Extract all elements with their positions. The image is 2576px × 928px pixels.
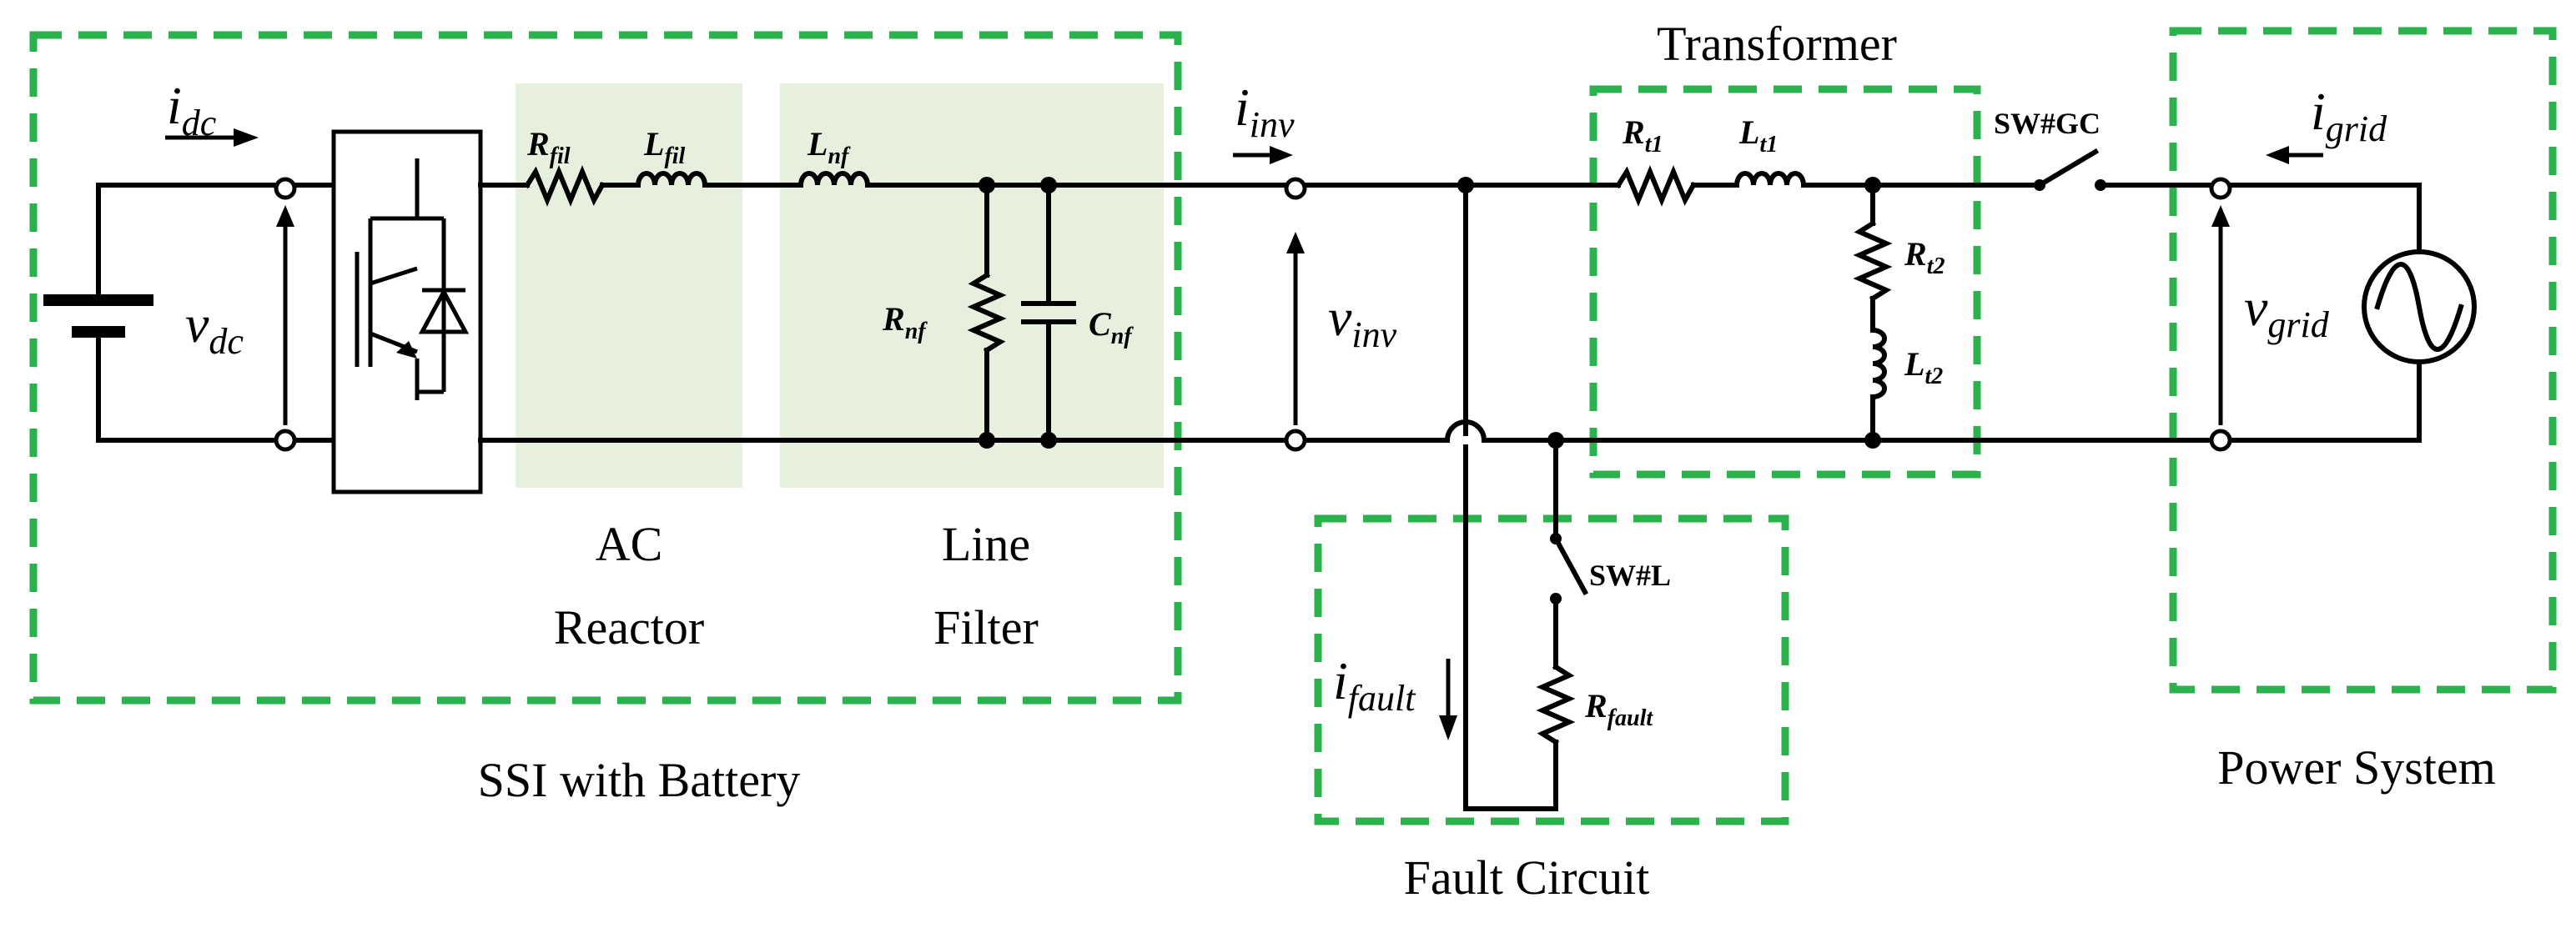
- inductor-icon: [1733, 171, 1807, 188]
- power-system-box: [2169, 27, 2557, 694]
- grid-terminal-top: [2209, 177, 2232, 200]
- i-grid-label: igrid: [2311, 82, 2387, 149]
- l-nf-label: Lnf: [807, 125, 851, 169]
- ac-reactor-title-line1: AC: [596, 517, 663, 571]
- ssi-battery-title: SSI with Battery: [478, 753, 801, 807]
- resistor-icon: [1614, 165, 1698, 207]
- line-filter-region: [780, 83, 1164, 488]
- fault-circuit-title: Fault Circuit: [1404, 850, 1650, 905]
- l-fil-label: Lfil: [643, 125, 686, 169]
- ac-reactor-region: [516, 83, 742, 488]
- dc-terminal-bottom: [274, 429, 297, 452]
- i-dc-label: idc: [167, 76, 217, 143]
- i-inv-label: iinv: [1235, 78, 1295, 145]
- transformer-title: Transformer: [1657, 17, 1897, 71]
- sw-gc-label: SW#GC: [1994, 107, 2101, 140]
- grid-terminal-bottom: [2209, 429, 2232, 452]
- inv-terminal-top: [1284, 177, 1307, 200]
- l-t2-label: Lt2: [1904, 345, 1943, 389]
- v-inv-label: vinv: [1328, 288, 1397, 355]
- power-system-title: Power System: [2217, 740, 2496, 795]
- resistor-icon: [967, 271, 1007, 354]
- line-filter-title-line2: Filter: [933, 600, 1039, 655]
- v-dc-label: vdc: [185, 294, 244, 362]
- ac-reactor-title-line2: Reactor: [554, 600, 704, 655]
- fault-circuit-box: [1314, 514, 1789, 825]
- transformer-box: [1589, 85, 1981, 479]
- switch-icon: [2034, 148, 2106, 191]
- line-filter-title-line1: Line: [942, 517, 1030, 571]
- resistor-icon: [1536, 663, 1576, 746]
- r-fil-label: Rfil: [526, 125, 571, 169]
- capacitor-icon: [1021, 183, 1076, 443]
- resistor-icon: [1853, 219, 1893, 303]
- r-fault-label: Rfault: [1584, 687, 1653, 731]
- battery-icon: [43, 183, 153, 443]
- r-t1-label: Rt1: [1622, 113, 1663, 158]
- ac-source-icon: [2362, 249, 2477, 364]
- igbt-diode-icon: [331, 129, 483, 494]
- r-nf-label: Rnf: [882, 300, 928, 344]
- inductor-icon: [635, 171, 708, 188]
- v-grid-label: vgrid: [2244, 278, 2330, 345]
- dc-terminal-top: [274, 177, 297, 200]
- inductor-icon: [797, 171, 871, 188]
- inductor-icon: [1869, 327, 1887, 400]
- resistor-icon: [523, 165, 606, 207]
- switch-icon: [1550, 533, 1589, 604]
- i-fault-label: ifault: [1333, 651, 1416, 719]
- l-t1-label: Lt1: [1738, 113, 1778, 158]
- c-nf-label: Cnf: [1089, 305, 1134, 349]
- r-t2-label: Rt2: [1904, 235, 1945, 279]
- sw-l-label: SW#L: [1589, 559, 1671, 592]
- inv-terminal-bottom: [1284, 429, 1307, 452]
